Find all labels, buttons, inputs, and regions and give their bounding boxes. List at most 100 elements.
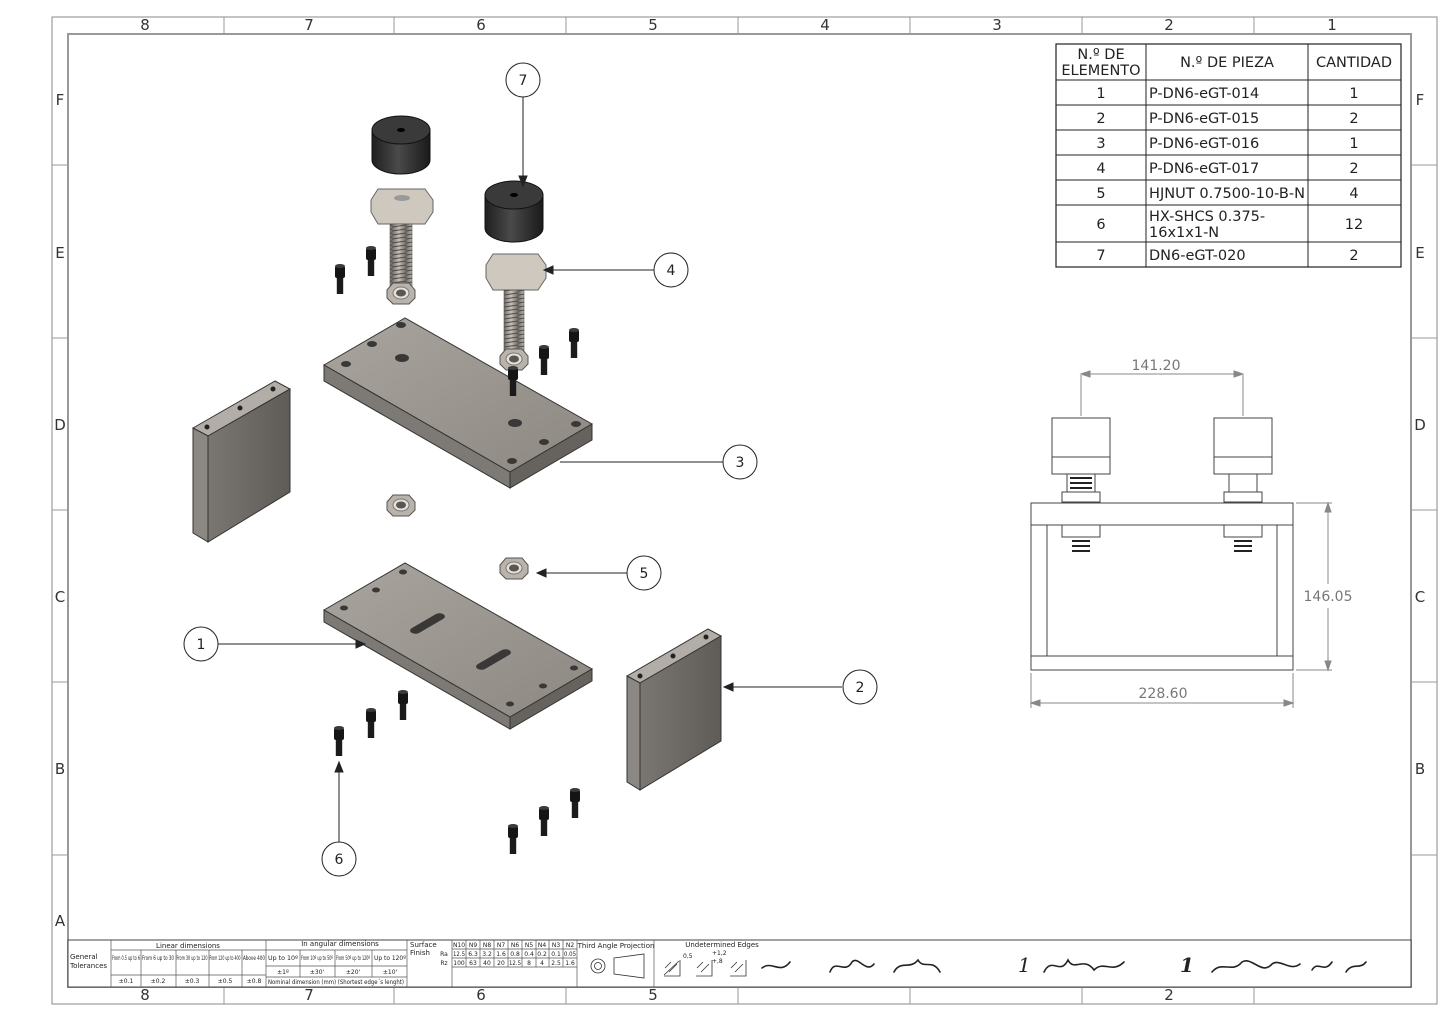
bom-row-4-qty: 2 <box>1349 161 1358 177</box>
zone-col-6-bottom: 6 <box>476 986 486 1004</box>
tb-surface-grades: N10 N9 N8 N7 N6 N5 N4 N3 N2 <box>453 942 574 949</box>
tb-grade-3: N8 <box>483 942 491 949</box>
front-view <box>1030 417 1294 671</box>
bom-table: N.º DE ELEMENTO N.º DE PIEZA CANTIDAD 1 … <box>1055 43 1402 268</box>
zone-col-8: 8 <box>140 16 150 34</box>
bom-header-part: N.º DE PIEZA <box>1180 55 1274 71</box>
tb-rz-9: 1.6 <box>565 960 575 967</box>
tb-surface-2: Finish <box>410 949 430 957</box>
callout-6: 6 <box>335 852 344 868</box>
tb-ra-label: Ra <box>440 951 448 958</box>
tb-linear-col-3: From 30 up to 120 <box>177 955 208 962</box>
tb-linear-col-4: From 120 up to 400 <box>210 955 241 962</box>
tb-angular-col-1: Up to 10º <box>268 955 298 962</box>
tb-angular-col-2: From 10º up to 50º <box>301 955 333 962</box>
tb-edge-val-2: +1,2 <box>712 950 727 957</box>
tb-linear-val-3: ±0.3 <box>185 978 200 985</box>
foot-left <box>370 115 434 287</box>
tb-rz-4: 20 <box>497 960 505 967</box>
tb-projection: Third Angle Projection <box>577 942 655 950</box>
screw-7 <box>366 708 376 738</box>
zone-labels-left: F E D C B A <box>54 91 66 930</box>
nut-loose-1 <box>386 494 416 517</box>
zone-row-b: B <box>55 760 65 778</box>
tb-ra-5: 0.8 <box>510 951 520 958</box>
callout-7: 7 <box>519 73 528 89</box>
tb-ra-2: 6.3 <box>468 951 478 958</box>
tb-rz-label: Rz <box>440 960 447 967</box>
zone-row-c-right: C <box>1415 588 1425 606</box>
tb-grade-2: N9 <box>469 942 477 949</box>
bom-row-6-item: 6 <box>1096 217 1105 233</box>
tb-linear-header: Linear dimensions <box>156 942 220 950</box>
tb-ra-8: 0.1 <box>551 951 561 958</box>
bom-row-1-item: 1 <box>1096 86 1105 102</box>
zone-ticks <box>52 17 1437 1004</box>
edge-symbol-icons <box>663 960 747 977</box>
tb-linear-col-5: Above 400 <box>243 955 265 962</box>
bom-row-7-qty: 2 <box>1349 248 1358 264</box>
tb-grade-6: N5 <box>525 942 533 949</box>
tb-grade-7: N4 <box>538 942 546 949</box>
nut-left <box>386 282 416 305</box>
tb-general: General <box>70 953 98 961</box>
tb-grade-9: N2 <box>566 942 574 949</box>
tb-rz-7: 4 <box>540 960 544 967</box>
dim-spacing: 141.20 <box>1132 358 1181 374</box>
bom-row-4-part: P-DN6-eGT-017 <box>1149 161 1259 177</box>
callout-2: 2 <box>856 680 865 696</box>
handwritten-marks <box>761 958 1367 973</box>
top-plate <box>323 317 594 489</box>
bom-row-5-item: 5 <box>1096 186 1105 202</box>
bom-row-6-part-1: HX-SHCS 0.375- <box>1149 209 1265 225</box>
zone-row-e: E <box>55 244 64 262</box>
tb-angular-val-4: ±10' <box>383 969 398 976</box>
title-block: General Tolerances Linear dimensions In … <box>67 939 1412 988</box>
zone-col-8-bottom: 8 <box>140 986 150 1004</box>
zone-col-2-bottom: 2 <box>1164 986 1174 1004</box>
bom-row-7-item: 7 <box>1096 248 1105 264</box>
callouts <box>183 62 878 877</box>
tb-rz-6: 8 <box>527 960 531 967</box>
tb-angular-val-3: ±20' <box>346 969 361 976</box>
tb-angular-col-3: From 50º up to 120º <box>336 955 370 962</box>
zone-row-d-right: D <box>1414 416 1426 434</box>
zone-row-d: D <box>54 416 66 434</box>
screw-9 <box>508 824 518 854</box>
bom-row-1-part: P-DN6-eGT-014 <box>1149 86 1259 102</box>
zone-labels-top: 8 7 6 5 4 3 2 1 <box>140 16 1337 34</box>
callout-labels: 1 2 3 4 5 6 7 <box>197 73 865 868</box>
bom-row-1-qty: 1 <box>1349 86 1358 102</box>
screw-1 <box>335 264 345 294</box>
bom-row-2-qty: 2 <box>1349 111 1358 127</box>
tb-rz-values: 100 63 40 20 12.5 8 4 2.5 1.6 <box>453 960 575 967</box>
tb-grade-5: N6 <box>511 942 519 949</box>
tb-linear-col-1: From 0.5 up to 6 <box>112 955 140 962</box>
tb-sheet-mark-1: 1 <box>1018 953 1031 977</box>
tb-grade-8: N3 <box>552 942 560 949</box>
tb-ra-6: 0.4 <box>524 951 534 958</box>
dim-width: 228.60 <box>1139 686 1188 702</box>
zone-row-b-right: B <box>1415 760 1425 778</box>
screw-2 <box>366 246 376 276</box>
tb-edge-val-3: +,8 <box>712 958 723 965</box>
tb-angular-note: Nominal dimension (mm) (Shortest edge´s … <box>268 979 404 986</box>
zone-col-3: 3 <box>992 16 1002 34</box>
bom-row-6-part-2: 16x1x1-N <box>1149 225 1219 241</box>
bom-row-3-part: P-DN6-eGT-016 <box>1149 136 1259 152</box>
zone-row-a: A <box>55 912 66 930</box>
screw-10 <box>539 806 549 836</box>
screw-6 <box>334 726 344 756</box>
zone-labels-bottom: 8 7 6 5 2 <box>140 986 1174 1004</box>
tb-grade-1: N10 <box>453 942 465 949</box>
tb-edges: Undetermined Edges <box>685 941 759 949</box>
bom-row-6-qty: 12 <box>1345 217 1363 233</box>
tb-linear-val-2: ±0.2 <box>151 978 166 985</box>
tb-angular-val-2: ±30' <box>310 969 325 976</box>
zone-row-f: F <box>56 91 65 109</box>
bom-row-2-part: P-DN6-eGT-015 <box>1149 111 1259 127</box>
exploded-view <box>191 115 723 854</box>
callout-1: 1 <box>197 637 206 653</box>
zone-col-4: 4 <box>820 16 830 34</box>
zone-row-c: C <box>55 588 65 606</box>
